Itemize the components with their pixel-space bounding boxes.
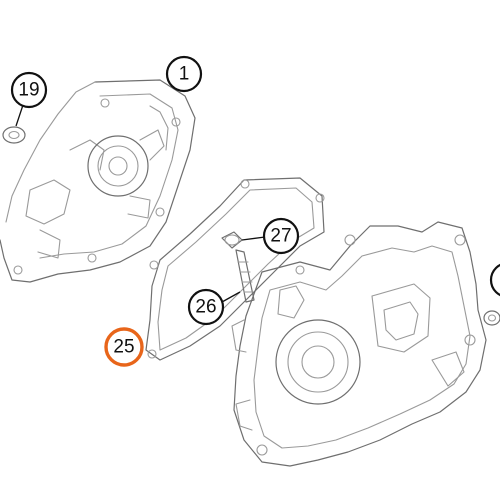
- callout-1[interactable]: 1: [165, 55, 203, 93]
- bolt-26-drawing: [235, 249, 255, 303]
- callout-25-label: 25: [113, 337, 134, 358]
- callout-19[interactable]: 19: [10, 71, 48, 127]
- callout-25[interactable]: 25: [104, 327, 144, 367]
- callout-26-ring: [187, 288, 225, 326]
- callout-26[interactable]: 26: [187, 288, 241, 326]
- callout-26-label: 26: [195, 297, 216, 318]
- ignition-cover-drawing: [0, 79, 196, 283]
- washer-19-drawing: [2, 126, 26, 144]
- callout-offscreen-right: [489, 263, 500, 297]
- callout-1-label: 1: [179, 64, 190, 85]
- callout-26-leader: [221, 291, 241, 303]
- callout-27-leader: [241, 236, 266, 241]
- callout-25-ring: [104, 327, 144, 367]
- callout-27-label: 27: [270, 226, 291, 247]
- callout-19-ring: [10, 71, 48, 109]
- callout-27-ring: [262, 217, 300, 255]
- washer-right-drawing: [483, 310, 500, 326]
- gasket-drawing: [145, 177, 325, 361]
- callout-27[interactable]: 27: [241, 217, 300, 255]
- callout-1-ring: [165, 55, 203, 93]
- screw-27-drawing: [221, 231, 243, 249]
- callout-19-label: 19: [18, 80, 39, 101]
- crankcase-drawing: [231, 221, 487, 467]
